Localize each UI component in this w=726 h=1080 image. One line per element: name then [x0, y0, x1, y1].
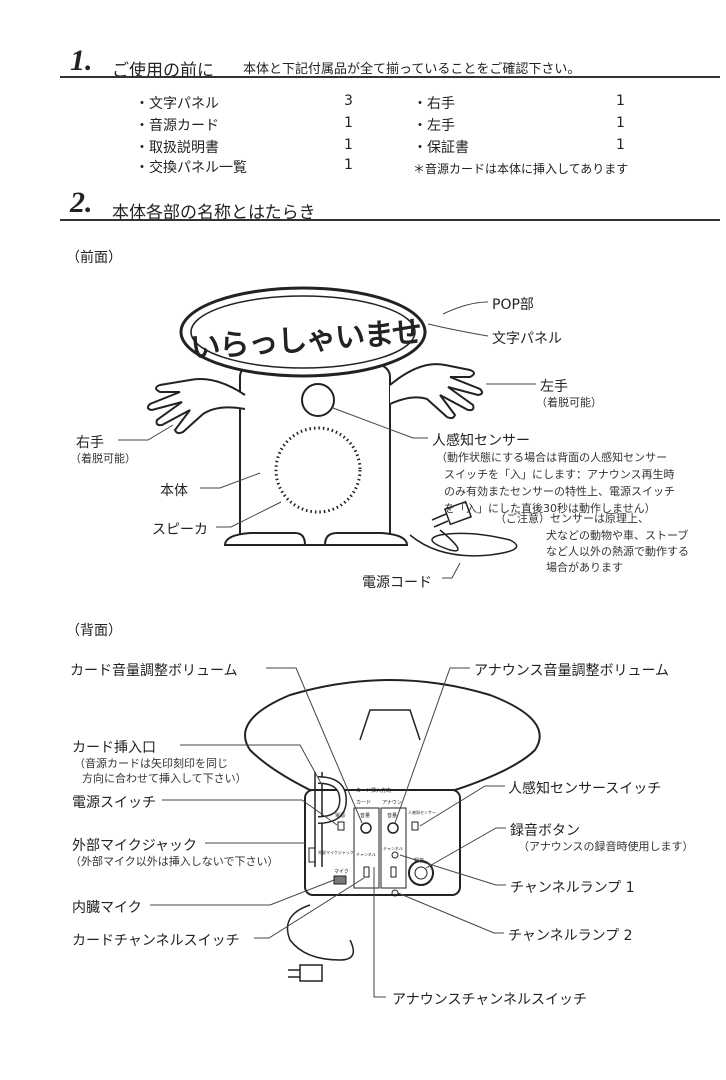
panel-volume: 音量 [387, 813, 398, 819]
label-lamp2: チャンネルランプ 2 [508, 928, 633, 944]
label-body: 本体 [160, 483, 188, 499]
label-speaker: スピーカ [152, 522, 208, 538]
label-lamp1: チャンネルランプ 1 [510, 880, 635, 896]
label-rec-button: 録音ボタン [510, 823, 580, 839]
panel-card-dir: カード挿入方向 [356, 788, 392, 794]
item-label: ・保証書 [413, 140, 469, 156]
section1-number: 1. [70, 44, 93, 77]
rec-button-note: （アナウンスの録音時使用します） [518, 840, 694, 853]
card-slot-note: 方向に合わせて挿入して下さい） [82, 772, 247, 785]
panel-channel: チャンネル [356, 852, 376, 857]
back-heading: （背面） [66, 623, 122, 639]
sensor-desc: （動作状態にする場合は背面の人感知センサー [436, 451, 668, 464]
item-qty: 1 [616, 115, 625, 131]
sensor-desc: を「入」にした直後30秒は動作しません） [444, 502, 656, 515]
panel-ext-mic: 外部マイクジャック [318, 850, 354, 855]
label-announce-channel: アナウンスチャンネルスイッチ [392, 992, 588, 1008]
label-cord: 電源コード [362, 575, 432, 591]
caution: （ご注意）センサーは原理上、 [495, 512, 649, 525]
label-right-hand-note: （着脱可能） [70, 452, 136, 465]
caution: 場合があります [546, 561, 623, 574]
label-mic-jack: 外部マイクジャック [72, 838, 198, 854]
mic-jack-note: （外部マイク以外は挿入しないで下さい） [70, 855, 279, 868]
panel-channel: チャンネル [383, 846, 403, 851]
front-heading: （前面） [66, 250, 122, 266]
label-card-channel: カードチャンネルスイッチ [72, 933, 240, 949]
panel-sensor: 人感知センサー [408, 810, 436, 815]
panel-rec: 録音 [414, 858, 425, 864]
panel-volume: 音量 [360, 813, 371, 819]
item-label: ・取扱説明書 [135, 140, 219, 156]
item-qty: 1 [616, 137, 625, 153]
label-sensor: 人感知センサー [432, 433, 530, 449]
section1-subtitle: 本体と下記付属品が全て揃っていることをご確認下さい。 [243, 62, 581, 77]
section2-number: 2. [70, 186, 93, 219]
item-qty: 1 [344, 115, 353, 131]
caution: など人以外の熱源で動作する [546, 545, 689, 558]
item-label: ・右手 [413, 96, 455, 112]
label-power-switch: 電源スイッチ [72, 795, 156, 811]
panel-announce: アナウン [382, 800, 402, 806]
panel-mic: マイク [334, 869, 349, 875]
label-card-slot: カード挿入口 [72, 740, 156, 756]
panel-power: 電源 [335, 813, 346, 819]
label-left-hand-note: （着脱可能） [536, 396, 602, 409]
label-right-hand: 右手 [76, 435, 104, 451]
label-panel: 文字パネル [492, 331, 562, 347]
sensor-desc: スイッチを「入」にします：アナウンス再生時 [444, 468, 675, 481]
divider [60, 76, 720, 78]
sensor-desc: のみ有効またセンサーの特性上、電源スイッチ [444, 485, 675, 498]
item-label: ・交換パネル一覧 [135, 160, 247, 176]
item-qty: 1 [616, 93, 625, 109]
back-view-illustration [150, 667, 541, 998]
item-label: ・左手 [413, 118, 455, 134]
caution: 犬などの動物や車、ストーブ [546, 529, 689, 542]
label-card-volume: カード音量調整ボリューム [70, 663, 238, 679]
section2-title: 本体各部の名称とはたらき [112, 203, 316, 223]
panel-card: カード [356, 800, 372, 806]
card-slot-note: （音源カードは矢印刻印を同じ [74, 757, 228, 770]
item-label: ・文字パネル [135, 96, 219, 112]
label-pop: POP部 [492, 297, 534, 313]
front-view-illustration [118, 286, 536, 579]
label-announce-volume: アナウンス音量調整ボリューム [474, 663, 670, 679]
label-left-hand: 左手 [540, 379, 568, 395]
divider [60, 219, 720, 221]
label-sensor-switch: 人感知センサースイッチ [508, 781, 662, 797]
item-qty: 3 [344, 93, 353, 109]
note: ＊音源カードは本体に挿入してあります [413, 162, 629, 176]
item-qty: 1 [344, 157, 353, 173]
label-mic: 内臓マイク [72, 900, 142, 916]
item-qty: 1 [344, 137, 353, 153]
item-label: ・音源カード [135, 118, 219, 134]
